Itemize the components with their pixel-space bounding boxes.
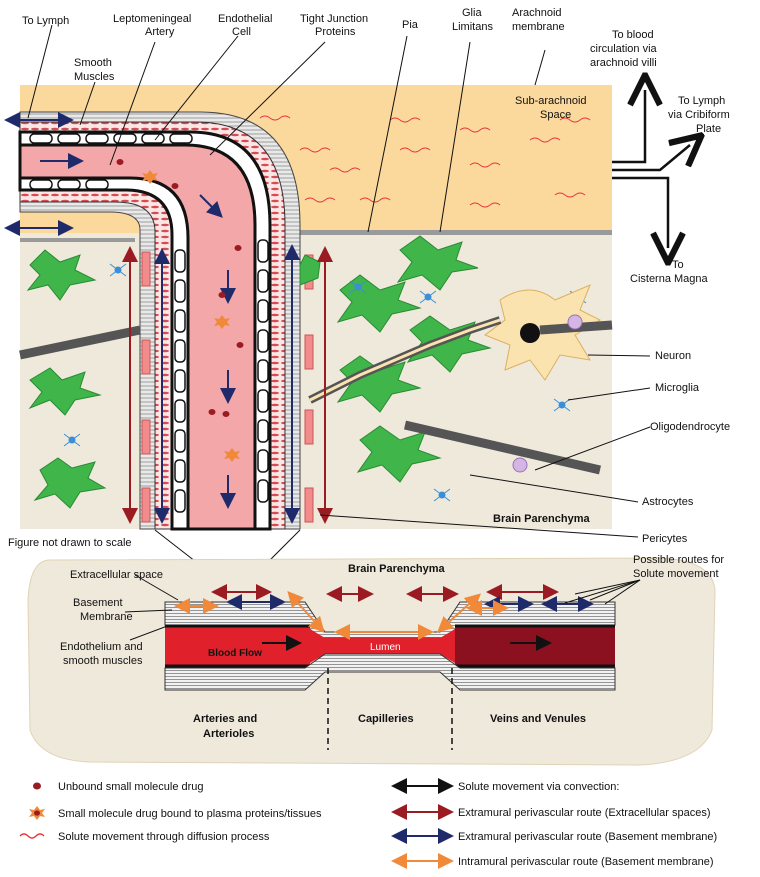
blood-flow-arrows [40,153,236,509]
label-pia: Pia [402,19,419,31]
label-endo-smooth-2: smooth muscles [63,655,143,667]
label-bp-bottom: Brain Parenchyma [348,563,445,575]
label-endo-smooth-1: Endothelium and [60,641,143,653]
perivascular-arrows [4,112,333,524]
vessel-lumen [18,143,257,531]
legend-convection: Solute movement via convection: [458,781,619,793]
label-veins: Veins and Venules [490,713,586,725]
pia-layer-left [20,238,135,242]
label-extracellular: Extracellular space [70,569,163,581]
label-to-lymph: To Lymph [22,15,69,27]
label-to-blood: To blood [612,29,654,41]
label-oligodendrocyte: Oligodendrocyte [650,421,730,433]
label-blood-flow: Blood Flow [208,648,262,659]
label-routes-2: Solute movement [633,568,719,580]
label-arachnoid-villi: arachnoid villi [590,57,657,69]
label-basement-1: Basement [73,597,123,609]
legend-bound: Small molecule drug bound to plasma prot… [58,808,322,820]
legend-extramural-ecs: Extramural perivascular route (Extracell… [458,807,710,819]
label-basement-2: Membrane [80,611,133,623]
label-tight-junction: Tight Junction [300,13,368,25]
label-artery: Artery [145,26,175,38]
diffusion-squiggles [259,115,591,208]
label-neuron: Neuron [655,350,691,362]
label-brain-parenchyma: Brain Parenchyma [493,513,590,525]
label-via-cribiform: via Cribiform [668,109,730,121]
label-arachnoid: Arachnoid [512,7,562,19]
label-to: To [672,259,684,271]
label-cisterna-magna: Cisterna Magna [630,273,709,285]
label-arterioles: Arterioles [203,728,254,740]
leader-lines-top [27,24,651,538]
label-scale-note: Figure not drawn to scale [8,537,132,549]
label-cell: Cell [232,26,251,38]
label-smooth-muscles-2: Muscles [74,71,115,83]
label-endothelial: Endothelial [218,13,272,25]
label-astrocytes: Astrocytes [642,496,694,508]
label-limitans: Limitans [452,21,493,33]
label-subarachnoid: Sub-arachnoid [515,95,587,107]
legend-unbound-icon [33,782,41,790]
legend-extramural-bm: Extramural perivascular route (Basement … [458,831,717,843]
label-membrane: membrane [512,21,565,33]
vessel-cross-section [164,601,616,691]
legend-diffusion: Solute movement through diffusion proces… [58,831,270,843]
label-lumen: Lumen [370,642,401,653]
endothelial-cells [29,133,269,513]
label-capilleries: Capilleries [358,713,414,725]
label-microglia: Microglia [655,382,700,394]
label-arteries: Arteries and [193,713,257,725]
pia-layer [290,230,612,235]
label-glia: Glia [462,7,482,19]
drug-particles-lumen [116,159,244,462]
bottom-route-arrows [174,584,594,640]
label-space: Space [540,109,571,121]
label-circulation: circulation via [590,43,658,55]
label-routes-1: Possible routes for [633,554,724,566]
label-smooth-muscles: Smooth [74,57,112,69]
csf-outflow-arrows [612,90,690,248]
legend-diffusion-icon [19,833,45,839]
label-leptomeningeal: Leptomeningeal [113,13,191,25]
brain-parenchyma-region [20,233,612,529]
label-plate: Plate [696,123,721,135]
oligodendrocyte-axons [19,314,613,475]
label-proteins: Proteins [315,26,356,38]
label-pericytes: Pericytes [642,533,688,545]
routes-leaders [124,574,641,641]
legend: Unbound small molecule drug Small molecu… [19,778,717,869]
label-to-lymph-crib: To Lymph [678,95,725,107]
legend-unbound: Unbound small molecule drug [58,781,204,793]
legend-intramural-bm: Intramural perivascular route (Basement … [458,856,714,868]
